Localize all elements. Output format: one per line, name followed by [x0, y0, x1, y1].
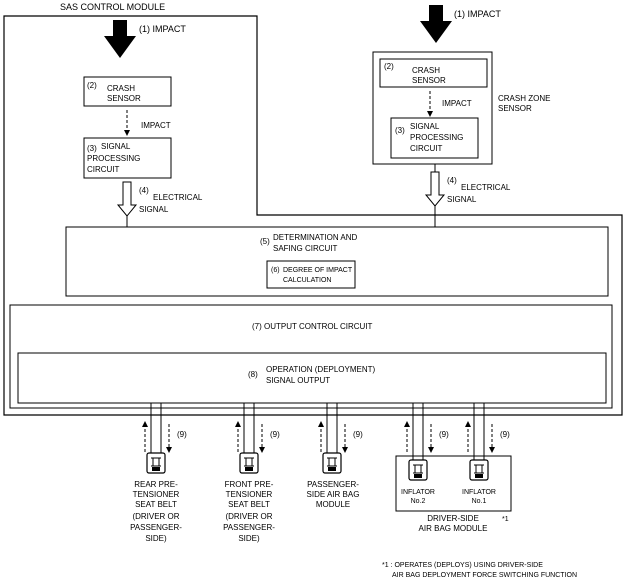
operation-label-2: SIGNAL OUTPUT	[266, 376, 330, 385]
crash-sensor-num-left: (2)	[87, 81, 97, 90]
inflator1-label-1: INFLATOR	[462, 489, 496, 496]
determination-label: DETERMINATION AND	[273, 233, 358, 242]
crash-sensor-box-left	[83, 76, 172, 107]
degree-label: DEGREE OF IMPACT	[283, 267, 353, 274]
signal-proc-label-right: SIGNAL	[410, 122, 440, 131]
electrical-num-left: (4)	[139, 186, 149, 195]
signal-9-label-passenger: (9)	[353, 430, 363, 439]
signal-9-label-front: (9)	[270, 430, 280, 439]
signal-9-label-inflator2: (9)	[439, 430, 449, 439]
front-label-4: (DRIVER OR	[225, 512, 272, 521]
front-label-3: SEAT BELT	[228, 500, 270, 509]
crash-sensor-label-left: CRASH	[107, 84, 135, 93]
driver-label-2: AIR BAG MODULE	[419, 524, 488, 533]
rear-label-3: SEAT BELT	[135, 500, 177, 509]
front-label-1: FRONT PRE-	[225, 480, 274, 489]
footnote-line-1: *1 : OPERATES (DEPLOYS) USING DRIVER-SID…	[382, 562, 543, 569]
impact-small-right: IMPACT	[442, 99, 472, 108]
impact-small-left: IMPACT	[141, 121, 171, 130]
electrical-label-right-2: SIGNAL	[447, 195, 477, 204]
signal-proc-label-right-2: PROCESSING	[410, 133, 463, 142]
electrical-label-left-2: SIGNAL	[139, 205, 169, 214]
signal-9-arrows	[142, 421, 495, 453]
crash-zone-sensor-label: CRASH ZONE	[498, 94, 550, 103]
crash-sensor-label-left-2: SENSOR	[107, 94, 141, 103]
crash-sensor-label-right-2: SENSOR	[412, 76, 446, 85]
signal-9-label-inflator1: (9)	[500, 430, 510, 439]
passenger-airbag-icon	[322, 452, 342, 474]
signal-proc-num-right: (3)	[395, 126, 405, 135]
footnote-line-2: AIR BAG DEPLOYMENT FORCE SWITCHING FUNCT…	[392, 572, 577, 579]
passenger-label-3: MODULE	[316, 500, 350, 509]
rear-label-5: PASSENGER-	[130, 523, 182, 532]
impact-label-right: (1) IMPACT	[454, 9, 501, 19]
driver-label-1: DRIVER-SIDE	[427, 514, 479, 523]
operation-label: OPERATION (DEPLOYMENT)	[266, 365, 376, 374]
footnote-marker: *1	[502, 516, 509, 523]
signal-proc-label-left-3: CIRCUIT	[87, 165, 120, 174]
output-lines	[150, 403, 485, 460]
degree-num: (6)	[271, 267, 280, 274]
impact-arrow-left	[104, 20, 136, 58]
driver-airbag-label: DRIVER-SIDE AIR BAG MODULE	[419, 514, 488, 533]
signal-processing-box-right	[390, 117, 479, 159]
electrical-arrow-left	[116, 181, 138, 217]
pretensioner-front-icon	[239, 452, 259, 474]
electrical-arrow-right	[424, 171, 446, 207]
front-label-6: SIDE)	[238, 534, 260, 543]
electrical-num-right: (4)	[447, 176, 457, 185]
crash-sensor-box-right	[379, 58, 488, 88]
rear-pretensioner-label: REAR PRE- TENSIONER SEAT BELT (DRIVER OR…	[130, 480, 182, 543]
output-control-label: (7) OUTPUT CONTROL CIRCUIT	[252, 322, 373, 331]
crash-sensor-label-right: CRASH	[412, 66, 440, 75]
inflator2-label-1: INFLATOR	[401, 489, 435, 496]
signal-proc-label-right-3: CIRCUIT	[410, 144, 443, 153]
driver-airbag-module-box	[395, 455, 512, 512]
inflator-labels: INFLATOR No.2 INFLATOR No.1	[401, 489, 496, 505]
passenger-airbag-label: PASSENGER- SIDE AIR BAG MODULE	[307, 480, 360, 509]
rear-label-4: (DRIVER OR	[132, 512, 179, 521]
front-label-2: TENSIONER	[226, 490, 273, 499]
rear-label-6: SIDE)	[145, 534, 167, 543]
electrical-label-left: ELECTRICAL	[153, 193, 203, 202]
rear-label-1: REAR PRE-	[134, 480, 178, 489]
degree-of-impact-box	[266, 260, 356, 289]
determination-label-2: SAFING CIRCUIT	[273, 244, 338, 253]
module-title: SAS CONTROL MODULE	[60, 2, 165, 12]
signal-proc-label-left: SIGNAL	[101, 142, 131, 151]
inflator-no2-icon	[408, 459, 428, 481]
rear-label-2: TENSIONER	[133, 490, 180, 499]
crash-sensor-num-right: (2)	[384, 62, 394, 71]
degree-label-2: CALCULATION	[283, 277, 332, 284]
impact-label-left: (1) IMPACT	[139, 24, 186, 34]
inflator1-label-2: No.1	[472, 498, 487, 505]
inflator-no1-icon	[469, 459, 489, 481]
signal-proc-num-left: (3)	[87, 144, 97, 153]
passenger-label-1: PASSENGER-	[307, 480, 359, 489]
signal-9-label-rear: (9)	[177, 430, 187, 439]
inflator2-label-2: No.2	[411, 498, 426, 505]
operation-output-box	[17, 352, 607, 404]
determination-num: (5)	[260, 237, 270, 246]
passenger-label-2: SIDE AIR BAG	[307, 490, 360, 499]
signal-proc-label-left-2: PROCESSING	[87, 154, 140, 163]
electrical-label-right: ELECTRICAL	[461, 183, 511, 192]
front-pretensioner-label: FRONT PRE- TENSIONER SEAT BELT (DRIVER O…	[223, 480, 275, 543]
pretensioner-rear-icon	[146, 452, 166, 474]
crash-zone-sensor-label-2: SENSOR	[498, 104, 532, 113]
sas-module-outline	[3, 15, 623, 416]
front-label-5: PASSENGER-	[223, 523, 275, 532]
operation-num: (8)	[248, 370, 258, 379]
signal-processing-box-left	[83, 137, 172, 179]
impact-arrow-right	[420, 5, 452, 43]
